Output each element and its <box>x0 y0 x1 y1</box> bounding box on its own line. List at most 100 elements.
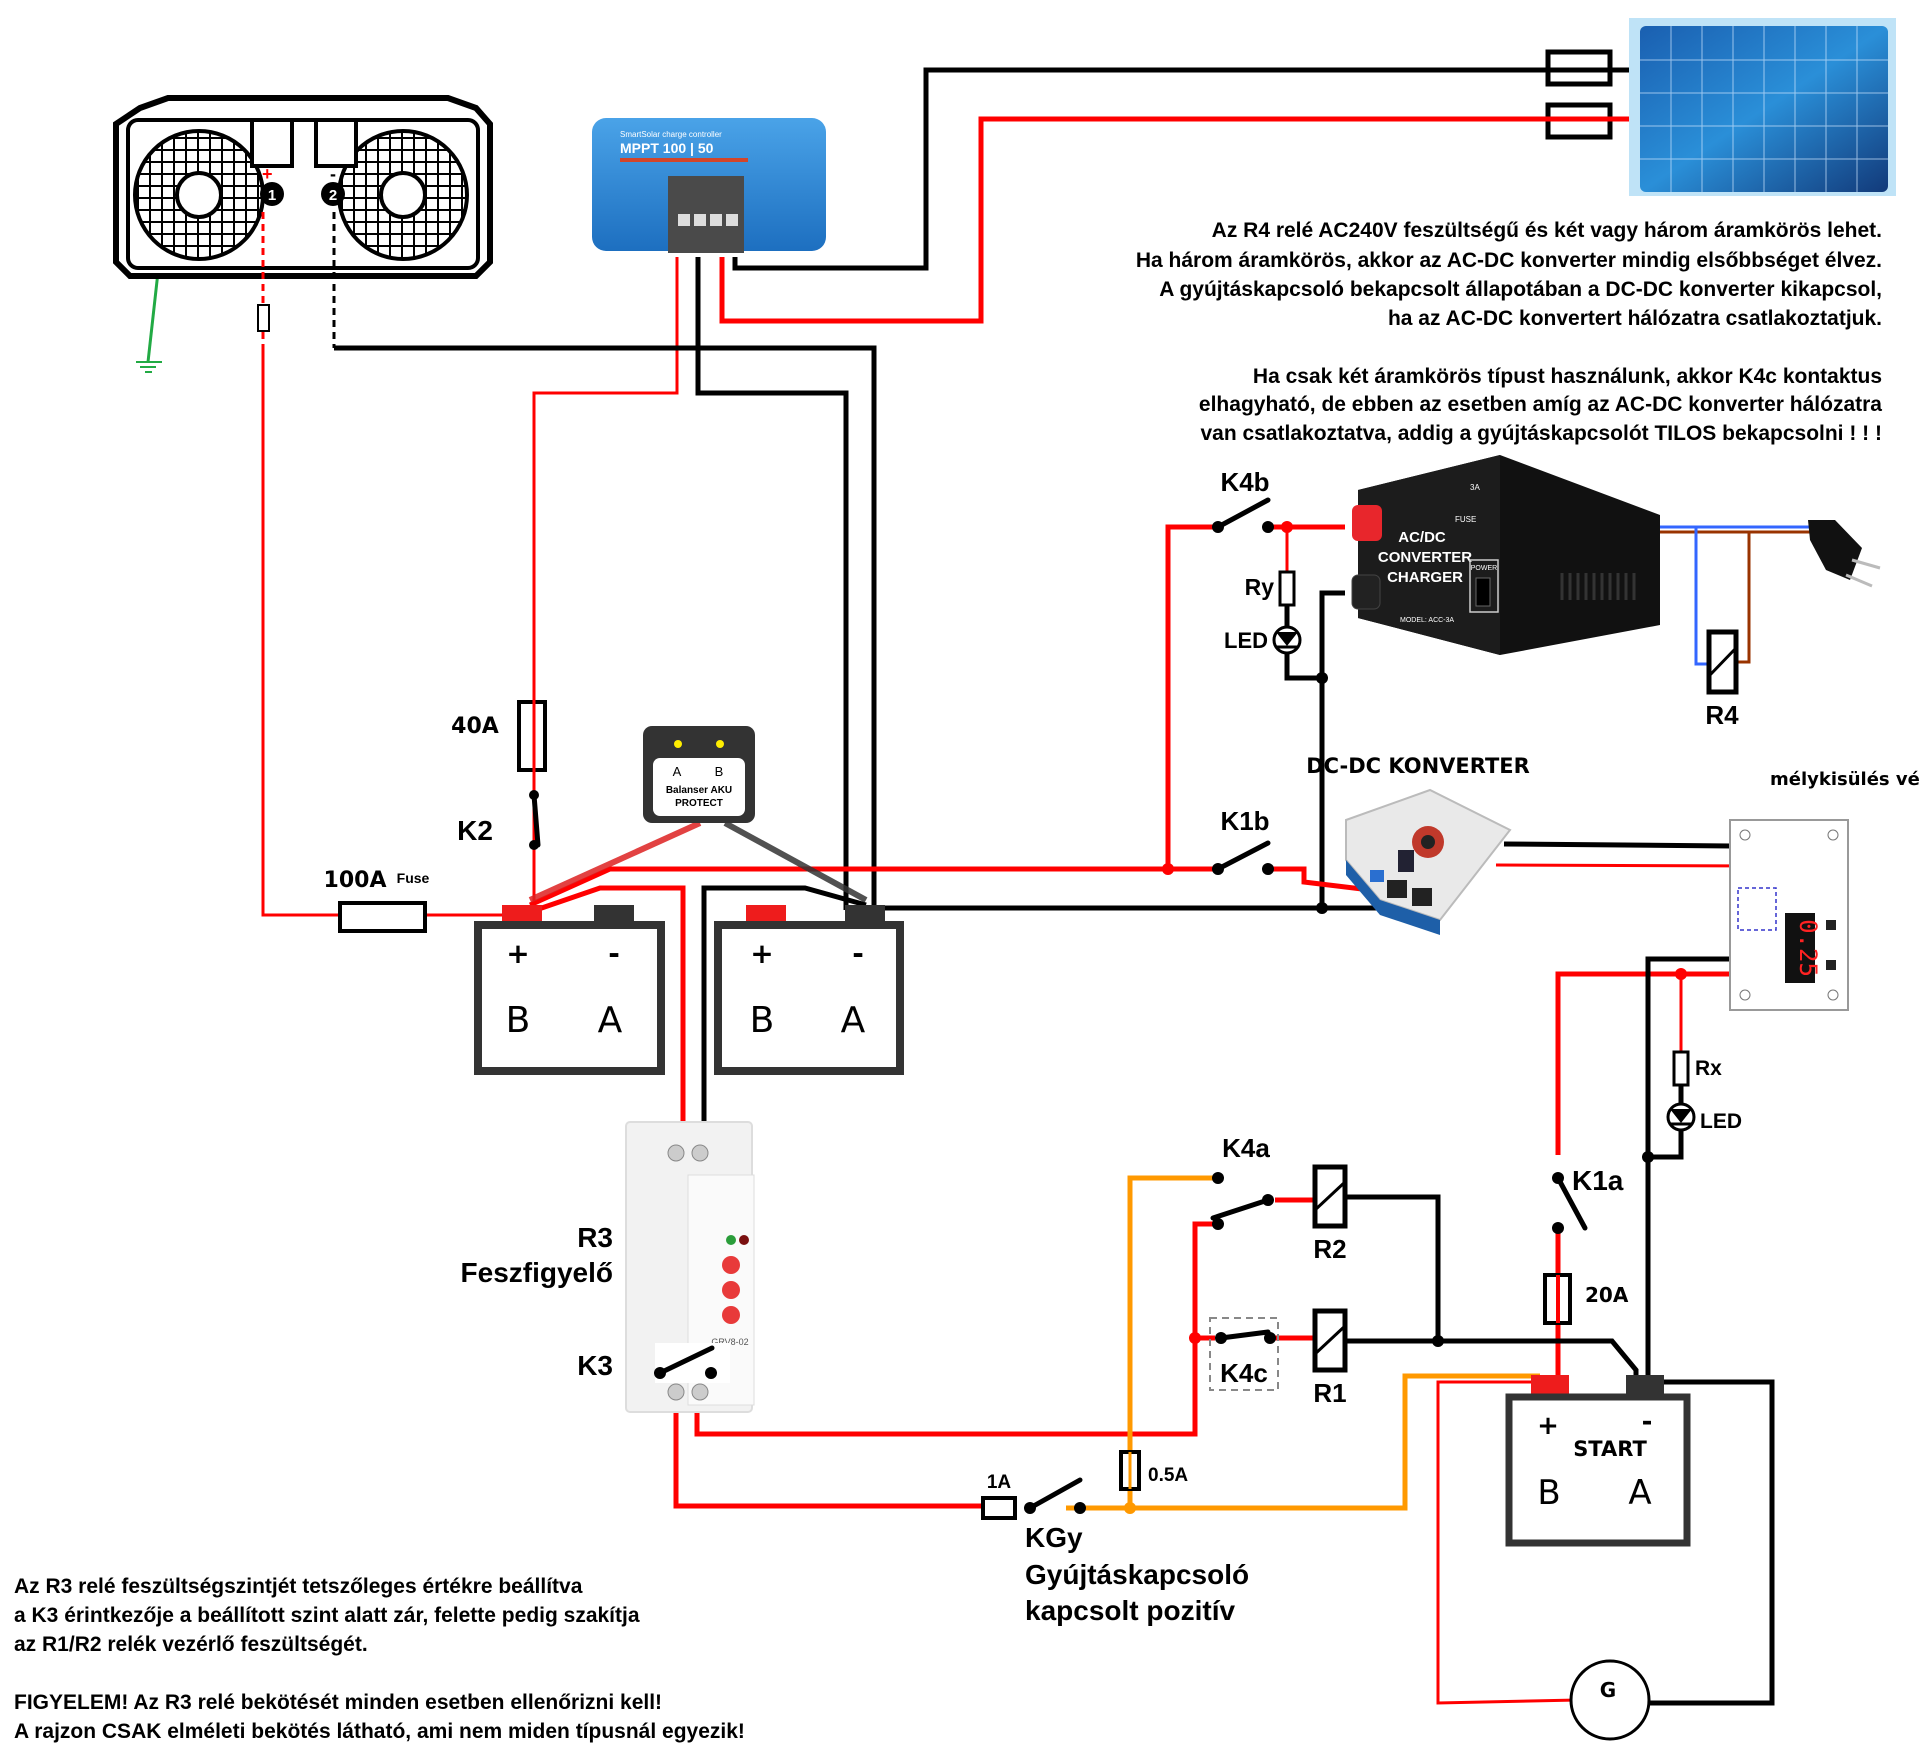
k1b-label: K1b <box>1220 806 1269 836</box>
mppt-model: MPPT 100 | 50 <box>620 140 714 156</box>
ignition-group: 1A 0.5A KGy Gyújtáskapcsoló kapcsolt poz… <box>981 1450 1249 1626</box>
kgy-label: KGy <box>1025 1522 1083 1553</box>
fuse-40a <box>517 700 547 772</box>
wire-k3-to-kgy <box>673 1385 985 1509</box>
k4b-group: K4b Ry LED <box>1212 467 1328 684</box>
bat1-plus: + <box>506 937 529 970</box>
wire-inverter-negative <box>334 345 877 910</box>
acdc-label-1: AC/DC <box>1398 529 1446 546</box>
k4a-label: K4a <box>1222 1133 1270 1163</box>
inverter-minus-label: - <box>330 164 336 184</box>
k2-label: K2 <box>457 815 493 846</box>
r3-label: R3 <box>577 1222 613 1253</box>
start-minus: - <box>1642 1407 1653 1437</box>
led2-icon <box>1666 1102 1696 1132</box>
wire-ignition-main <box>1066 1373 1540 1511</box>
acdc-power-switch[interactable] <box>1475 577 1491 607</box>
fuse-1a-label: 1A <box>987 1472 1012 1493</box>
wire-inverter-positive <box>261 350 340 917</box>
mppt-controller: SmartSolar charge controller MPPT 100 | … <box>588 116 830 257</box>
acdc-fuse-label: FUSE <box>1455 515 1476 524</box>
wire-start-to-g-neg <box>1650 1379 1775 1706</box>
wire-mppt-positive <box>532 257 679 700</box>
wire-negative-bus <box>874 590 1345 911</box>
module-button-2[interactable] <box>1826 960 1836 970</box>
k1b-group: K1b <box>1162 806 1328 914</box>
k3-label: K3 <box>577 1350 613 1381</box>
bat2-left: B <box>750 1000 775 1041</box>
dcdc-label: DC-DC KONVERTER <box>1306 754 1530 778</box>
generator: G <box>1569 1659 1651 1741</box>
acdc-model: MODEL: ACC-3A <box>1400 617 1454 624</box>
resistor-rx <box>1672 1050 1690 1087</box>
inverter-terminal-2: 2 <box>329 187 337 204</box>
note-mid-line-1: Ha csak két áramkörös típust használunk,… <box>1253 365 1882 388</box>
ry-label: Ry <box>1245 574 1275 600</box>
solar-panel <box>1529 18 1896 196</box>
start-left: B <box>1537 1473 1560 1513</box>
r3-model: GRV8-02 <box>711 1337 748 1347</box>
relay-r1-coil <box>1312 1308 1348 1373</box>
balancer-line-1: Balanser AKU <box>666 785 732 796</box>
wire-mppt-negative <box>695 257 849 910</box>
notes-top: Az R4 relé AC240V feszültségű és két vag… <box>1136 219 1882 445</box>
wire-module-to-k1a <box>1555 971 1731 1155</box>
led1-icon <box>1272 625 1302 655</box>
rx-label: Rx <box>1695 1057 1722 1080</box>
acdc-fuse-rating: 3A <box>1470 483 1480 492</box>
generator-label: G <box>1600 1678 1616 1702</box>
battery-1: + - B A <box>474 905 665 1075</box>
battery-2: + - B A <box>714 905 904 1075</box>
k4c-label: K4c <box>1220 1358 1268 1388</box>
acdc-label-2: CONVERTER <box>1378 549 1472 566</box>
wire-k1b-to-dcdc <box>1270 866 1396 896</box>
wire-ignition-k4a <box>1127 1175 1218 1508</box>
fuse-40a-label: 40A <box>451 714 499 739</box>
note-top-line-4: ha az AC-DC konvertert hálózatra csatlak… <box>1388 307 1882 330</box>
note-mid-line-3: van csatlakoztatva, addig a gyújtáskapcs… <box>1200 422 1882 445</box>
inverter-terminal-1: 1 <box>268 187 276 204</box>
start-right: A <box>1628 1473 1651 1513</box>
note-top-line-3: A gyújtáskapcsoló bekapcsolt állapotában… <box>1159 278 1882 301</box>
mains-plug-icon <box>1808 520 1881 588</box>
bat1-right: A <box>598 1000 623 1041</box>
deep-discharge-label: mélykisülés vé <box>1770 769 1920 790</box>
note-bottom-line-6: A rajzon CSAK elméleti bekötés látható, … <box>14 1720 745 1743</box>
r1-label: R1 <box>1313 1378 1346 1408</box>
wire-bat2-to-r3 <box>701 885 867 1150</box>
acdc-converter: AC/DC CONVERTER CHARGER FUSE 3A POWER MO… <box>1351 455 1881 730</box>
note-bottom-line-1: Az R3 relé feszültségszintjét tetszőlege… <box>14 1575 583 1598</box>
bat2-plus: + <box>750 937 773 970</box>
inverter-fuse <box>257 304 270 332</box>
wire-k3-to-relays <box>694 1221 1218 1437</box>
wire-dcdc-out-pos <box>1495 863 1766 930</box>
k4c-optional-box <box>1209 1317 1279 1391</box>
wires <box>136 67 1775 1706</box>
fuse-20a-label: 20A <box>1585 1283 1629 1307</box>
wire-start-to-g-pos <box>1436 1380 1579 1705</box>
fuse-word-label: Fuse <box>397 870 430 886</box>
start-plus: + <box>1537 1411 1559 1441</box>
wire-relay-neg <box>1340 1194 1441 1341</box>
r2-label: R2 <box>1313 1234 1346 1264</box>
fuse-100a <box>338 901 427 933</box>
bat2-right: A <box>841 1000 866 1041</box>
acdc-label-3: CHARGER <box>1387 569 1463 586</box>
note-bottom-line-3: az R1/R2 relék vezérlő feszültségét. <box>14 1633 368 1656</box>
wire-dcdc-out-neg <box>1503 841 1732 849</box>
wire-module-neg <box>1645 956 1731 1390</box>
module-button-1[interactable] <box>1826 920 1836 930</box>
wire-solar-positive <box>719 116 1629 324</box>
deep-discharge-display: 0.25 <box>1794 919 1822 977</box>
r3-voltage-monitor: GRV8-02 R3 Feszfigyelő K3 <box>461 1121 755 1413</box>
r4-label: R4 <box>1705 700 1739 730</box>
fuses-k2: 40A K2 100A Fuse <box>324 700 547 933</box>
balancer-line-2: PROTECT <box>675 798 723 809</box>
wire-bat1-to-r3 <box>529 885 686 1150</box>
relay-group: K4a R2 K4c R1 <box>1189 1133 1444 1408</box>
deep-discharge-module: mélykisülés vé 0.25 <box>1675 769 1920 1011</box>
led2-label: LED <box>1700 1110 1742 1133</box>
note-bottom-line-2: a K3 érintkezője a beállított szint alat… <box>14 1604 640 1627</box>
bat1-left: B <box>506 1000 531 1041</box>
